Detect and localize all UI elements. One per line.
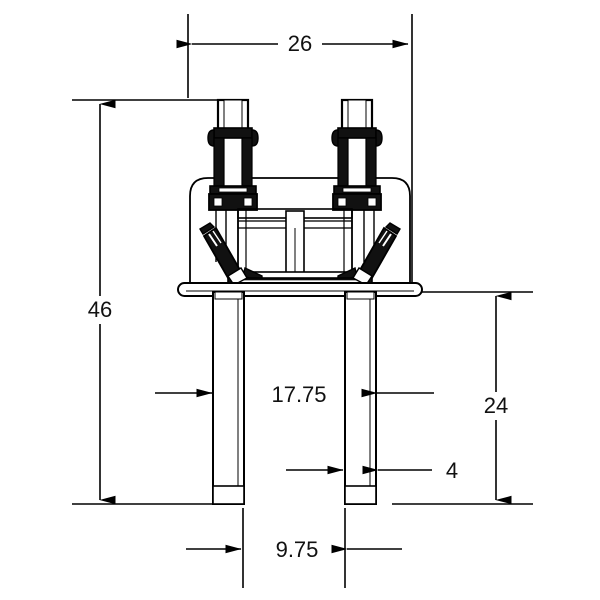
dimension-leg-gap: 9.75 <box>186 537 402 562</box>
right-leg-foot <box>344 485 377 505</box>
right-leg-shaft <box>344 291 377 505</box>
extension-lines <box>72 14 533 588</box>
left-cyl-cap <box>199 222 216 235</box>
left-leg-top-collar <box>214 291 243 300</box>
dim-label-leg-height: 24 <box>484 393 508 418</box>
right-mast-collar-upper <box>337 127 377 139</box>
right-mast-assembly <box>331 98 383 198</box>
left-mast-column-dark-l <box>213 137 225 187</box>
left-mast-base-slot <box>218 187 248 193</box>
dimension-leg-height: 24 <box>484 291 512 505</box>
left-mast-assembly <box>207 98 259 198</box>
dim-label-leg-gap: 9.75 <box>276 537 319 562</box>
left-leg <box>212 291 245 505</box>
right-mast-roller-left <box>331 129 339 147</box>
right-mast-column-dark-l <box>337 137 349 187</box>
right-pivot-bore-b <box>367 197 377 207</box>
left-mast-roller-right <box>251 129 259 147</box>
right-cyl-cap <box>384 222 401 235</box>
left-cyl-band-a <box>208 233 218 247</box>
right-mast-inner <box>347 99 367 197</box>
left-mast-inner <box>223 99 243 197</box>
right-hydraulic-cylinder <box>352 222 401 286</box>
left-pivot-bore-b <box>243 197 253 207</box>
right-pivot-bore-a <box>337 197 347 207</box>
pivot-blocks <box>208 193 382 211</box>
left-leg-shaft <box>212 291 245 505</box>
right-mast-column-dark-r <box>365 137 377 187</box>
left-hydraulic-cylinder <box>199 222 248 286</box>
dimension-inner-span: 17.75 <box>155 382 434 407</box>
right-mast-roller-right <box>375 129 383 147</box>
right-leg-top-collar <box>346 291 375 300</box>
dim-label-leg-width: 4 <box>446 458 458 483</box>
dimension-overall-height: 46 <box>88 99 116 505</box>
dim-label-overall-width: 26 <box>288 31 312 56</box>
machine-assembly <box>177 98 423 505</box>
left-mast-collar-upper <box>213 127 253 139</box>
left-leg-foot <box>212 485 245 505</box>
left-mast-column-dark-r <box>241 137 253 187</box>
left-cyl-band-b <box>212 230 222 244</box>
dim-label-inner-span: 17.75 <box>271 382 326 407</box>
dim-label-overall-height: 46 <box>88 297 112 322</box>
right-mast-base-slot <box>342 187 372 193</box>
dimension-overall-width: 26 <box>176 31 409 56</box>
right-cyl-band-b <box>378 230 388 244</box>
right-cyl-band-a <box>382 233 392 247</box>
hydraulic-cylinders <box>199 222 401 286</box>
left-mast-roller-left <box>207 129 215 147</box>
dimension-leg-width: 4 <box>286 458 458 483</box>
left-pivot-bore-a <box>213 197 223 207</box>
right-leg <box>344 291 377 505</box>
